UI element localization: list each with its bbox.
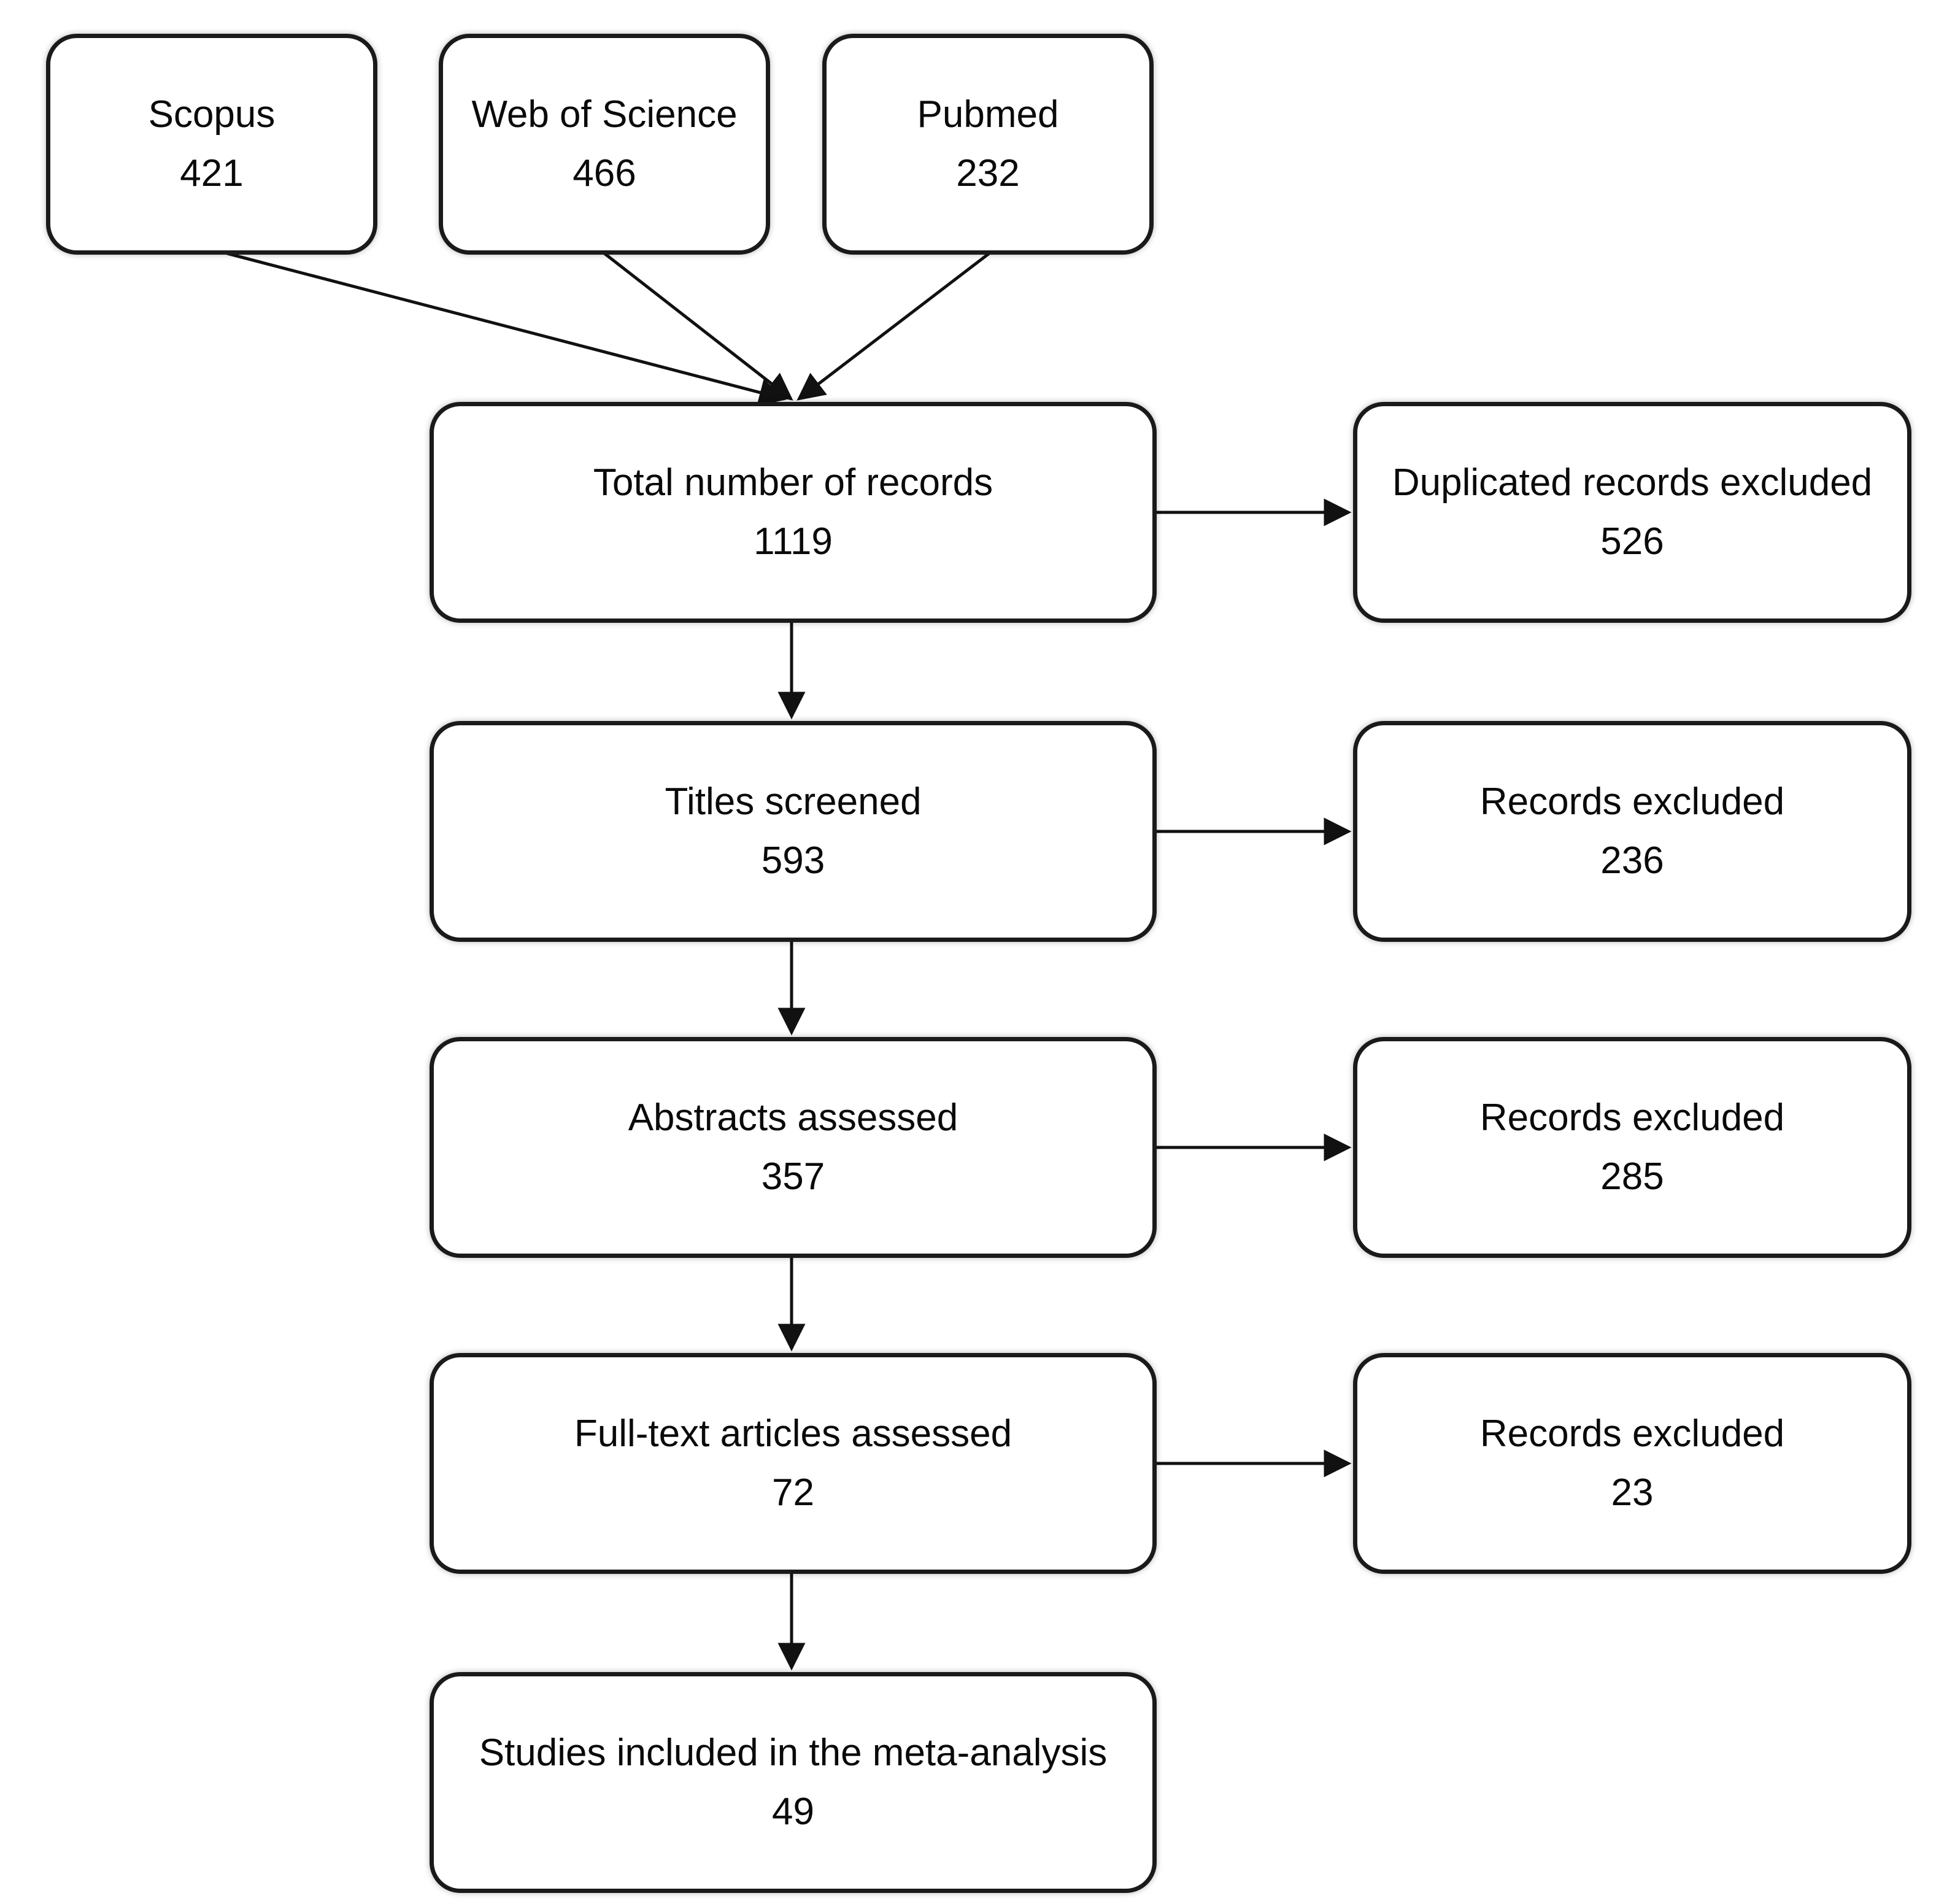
box-total-records-count: 1119 [754,520,833,563]
box-fulltext-assessed: Full-text articles assessed 72 [430,1353,1157,1574]
arrow-pubmed-to-total [796,252,990,401]
box-studies-included: Studies included in the meta-analysis 49 [430,1672,1157,1893]
box-records-excluded-titles: Records excluded 236 [1353,721,1911,942]
box-fulltext-assessed-count: 72 [772,1471,814,1514]
box-duplicated-records-excluded-count: 526 [1600,520,1664,563]
box-records-excluded-abstracts-label: Records excluded [1479,1096,1785,1139]
box-fulltext-assessed-label: Full-text articles assessed [574,1412,1012,1455]
box-studies-included-label: Studies included in the meta-analysis [479,1731,1108,1774]
box-records-excluded-fulltext-count: 23 [1611,1471,1654,1514]
box-web-of-science-count: 466 [573,152,636,195]
arrow-scopus-to-total [226,252,787,406]
box-scopus-label: Scopus [148,93,276,136]
box-titles-screened: Titles screened 593 [430,721,1157,942]
box-titles-screened-label: Titles screened [665,780,922,823]
box-total-records-label: Total number of records [593,461,993,504]
box-scopus: Scopus 421 [46,34,377,255]
box-records-excluded-abstracts-count: 285 [1600,1155,1664,1198]
box-total-records: Total number of records 1119 [430,402,1157,623]
box-records-excluded-fulltext: Records excluded 23 [1353,1353,1911,1574]
box-records-excluded-titles-count: 236 [1600,839,1664,882]
box-web-of-science: Web of Science 466 [439,34,770,255]
box-duplicated-records-excluded: Duplicated records excluded 526 [1353,402,1911,623]
box-studies-included-count: 49 [772,1790,814,1833]
box-scopus-count: 421 [180,152,244,195]
box-web-of-science-label: Web of Science [471,93,738,136]
box-abstracts-assessed-count: 357 [761,1155,825,1198]
box-abstracts-assessed-label: Abstracts assessed [628,1096,958,1139]
box-duplicated-records-excluded-label: Duplicated records excluded [1392,461,1873,504]
box-records-excluded-titles-label: Records excluded [1479,780,1785,823]
arrow-web-of-science-to-total [603,252,793,401]
box-records-excluded-abstracts: Records excluded 285 [1353,1037,1911,1258]
box-pubmed-label: Pubmed [917,93,1059,136]
box-abstracts-assessed: Abstracts assessed 357 [430,1037,1157,1258]
box-pubmed-count: 232 [956,152,1020,195]
box-titles-screened-count: 593 [761,839,825,882]
box-pubmed: Pubmed 232 [822,34,1154,255]
box-records-excluded-fulltext-label: Records excluded [1479,1412,1785,1455]
